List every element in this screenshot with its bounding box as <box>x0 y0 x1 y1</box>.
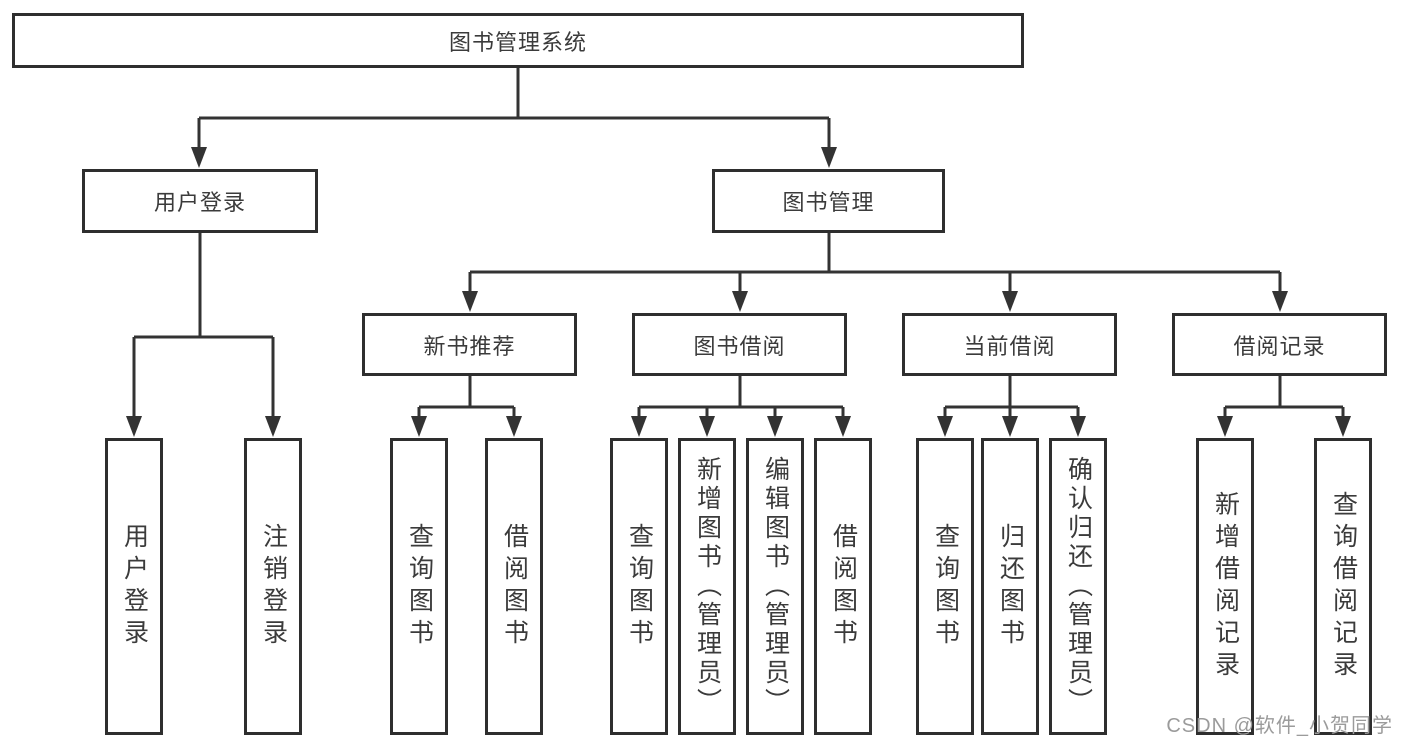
arrowhead-down-icon <box>835 416 851 437</box>
arrowhead-down-icon <box>732 291 748 312</box>
leaf-label: 归还图书 <box>996 522 1025 651</box>
arrowhead-down-icon <box>191 147 207 168</box>
leaf-cb-confirm-return-admin: 确认归还（管理员） <box>1049 438 1107 735</box>
leaf-label: 编辑图书（管理员） <box>761 456 790 717</box>
arrowhead-down-icon <box>265 416 281 437</box>
connector-new-book-to-leaves <box>417 376 516 419</box>
node-user-login: 用户登录 <box>82 169 318 233</box>
connector-user-login-to-leaves <box>132 233 275 419</box>
node-root: 图书管理系统 <box>12 13 1024 68</box>
leaf-bb-query-books: 查询图书 <box>610 438 668 735</box>
arrowhead-down-icon <box>411 416 427 437</box>
connector-book-mgmt-to-level2 <box>468 233 1282 294</box>
arrowhead-down-icon <box>699 416 715 437</box>
arrowhead-down-icon <box>1070 416 1086 437</box>
leaf-label: 查询借阅记录 <box>1329 490 1358 683</box>
arrowhead-down-icon <box>462 291 478 312</box>
leaf-bb-add-books-admin: 新增图书（管理员） <box>678 438 736 735</box>
leaf-label: 查询图书 <box>625 522 654 651</box>
leaf-label: 新增借阅记录 <box>1211 490 1240 683</box>
watermark: CSDN @软件_小贺同学 <box>1166 715 1393 737</box>
node-new-book-recommend: 新书推荐 <box>362 313 577 376</box>
connector-book-borrow-to-leaves <box>637 376 845 419</box>
leaf-nb-borrow-books: 借阅图书 <box>485 438 543 735</box>
node-borrow-records: 借阅记录 <box>1172 313 1387 376</box>
leaf-br-add-record: 新增借阅记录 <box>1196 438 1254 735</box>
connector-root-to-level1 <box>197 68 831 150</box>
arrowhead-down-icon <box>937 416 953 437</box>
arrowhead-down-icon <box>506 416 522 437</box>
node-current-borrow: 当前借阅 <box>902 313 1117 376</box>
arrowhead-down-icon <box>1272 291 1288 312</box>
leaf-label: 查询图书 <box>931 522 960 651</box>
arrowhead-down-icon <box>126 416 142 437</box>
leaf-label: 查询图书 <box>405 522 434 651</box>
arrowhead-down-icon <box>1217 416 1233 437</box>
leaf-label: 注销登录 <box>259 522 288 651</box>
arrowhead-down-icon <box>821 147 837 168</box>
leaf-user-login: 用户登录 <box>105 438 163 735</box>
arrowhead-down-icon <box>1002 291 1018 312</box>
node-book-borrow: 图书借阅 <box>632 313 847 376</box>
arrowhead-down-icon <box>1335 416 1351 437</box>
leaf-logout: 注销登录 <box>244 438 302 735</box>
leaf-cb-query-books: 查询图书 <box>916 438 974 735</box>
leaf-bb-borrow-books: 借阅图书 <box>814 438 872 735</box>
connector-borrow-records-to-leaves <box>1223 376 1345 419</box>
arrowhead-down-icon <box>767 416 783 437</box>
leaf-nb-query-books: 查询图书 <box>390 438 448 735</box>
leaf-cb-return-books: 归还图书 <box>981 438 1039 735</box>
node-book-management: 图书管理 <box>712 169 945 233</box>
leaf-label: 借阅图书 <box>500 522 529 651</box>
leaf-label: 确认归还（管理员） <box>1064 456 1093 717</box>
leaf-label: 用户登录 <box>120 522 149 651</box>
leaf-label: 新增图书（管理员） <box>693 456 722 717</box>
leaf-label: 借阅图书 <box>829 522 858 651</box>
arrowhead-down-icon <box>1002 416 1018 437</box>
connector-current-borrow-to-leaves <box>943 376 1080 419</box>
arrowhead-down-icon <box>631 416 647 437</box>
leaf-bb-edit-books-admin: 编辑图书（管理员） <box>746 438 804 735</box>
leaf-br-query-record: 查询借阅记录 <box>1314 438 1372 735</box>
